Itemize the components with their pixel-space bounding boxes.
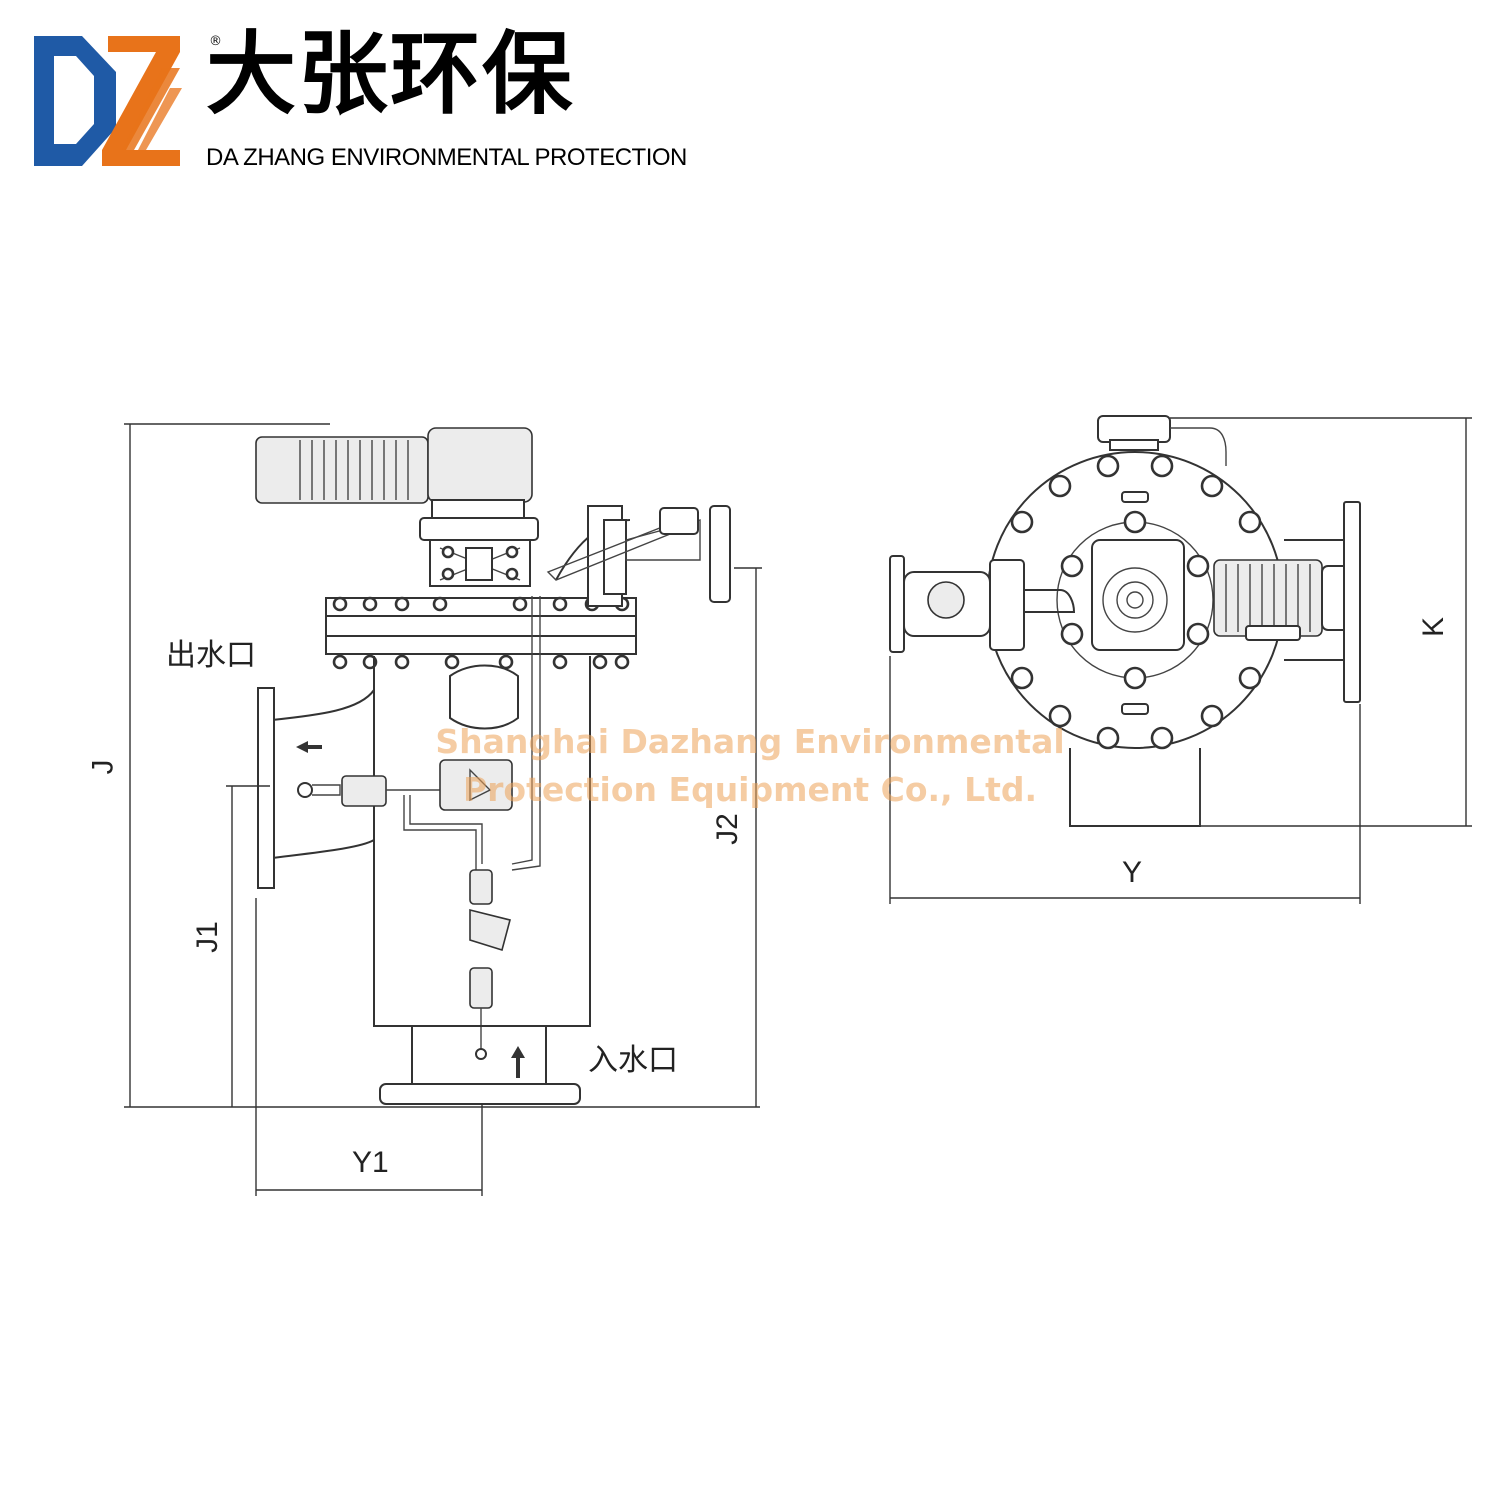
brand-name-english: DA ZHANG ENVIRONMENTAL PROTECTION bbox=[206, 144, 687, 171]
outlet-label: 出水口 bbox=[166, 638, 256, 673]
inlet-flange bbox=[379, 1083, 581, 1105]
motor-body bbox=[255, 436, 429, 504]
registered-mark: ® bbox=[209, 34, 222, 49]
brand-name-chinese: 大张环保 bbox=[206, 22, 574, 127]
dz-logo-icon bbox=[34, 36, 182, 166]
front-view bbox=[255, 427, 731, 1105]
inlet-arrow bbox=[511, 1046, 525, 1078]
outlet-arrow bbox=[296, 741, 322, 753]
top-view bbox=[889, 415, 1361, 827]
dim-label-y1: Y1 bbox=[352, 1146, 389, 1179]
inlet-label: 入水口 bbox=[588, 1043, 678, 1078]
solenoid-valve bbox=[439, 759, 513, 811]
dim-label-k: K bbox=[1417, 616, 1451, 638]
motor-top bbox=[1213, 559, 1323, 637]
dim-label-y: Y bbox=[1122, 856, 1143, 889]
dim-label-j: J bbox=[86, 759, 120, 775]
top-dimension-lines bbox=[889, 417, 1472, 904]
front-dimension-lines bbox=[124, 423, 762, 1196]
gearbox bbox=[427, 427, 533, 503]
brand-header: ® 大张环保 DA ZHANG ENVIRONMENTAL PROTECTION bbox=[30, 22, 687, 178]
dim-label-j1: J1 bbox=[190, 921, 224, 953]
outlet-flange bbox=[257, 687, 275, 889]
dim-label-j2: J2 bbox=[710, 813, 744, 845]
right-pipe-flange bbox=[1343, 501, 1361, 703]
pressure-gauge bbox=[449, 664, 519, 730]
